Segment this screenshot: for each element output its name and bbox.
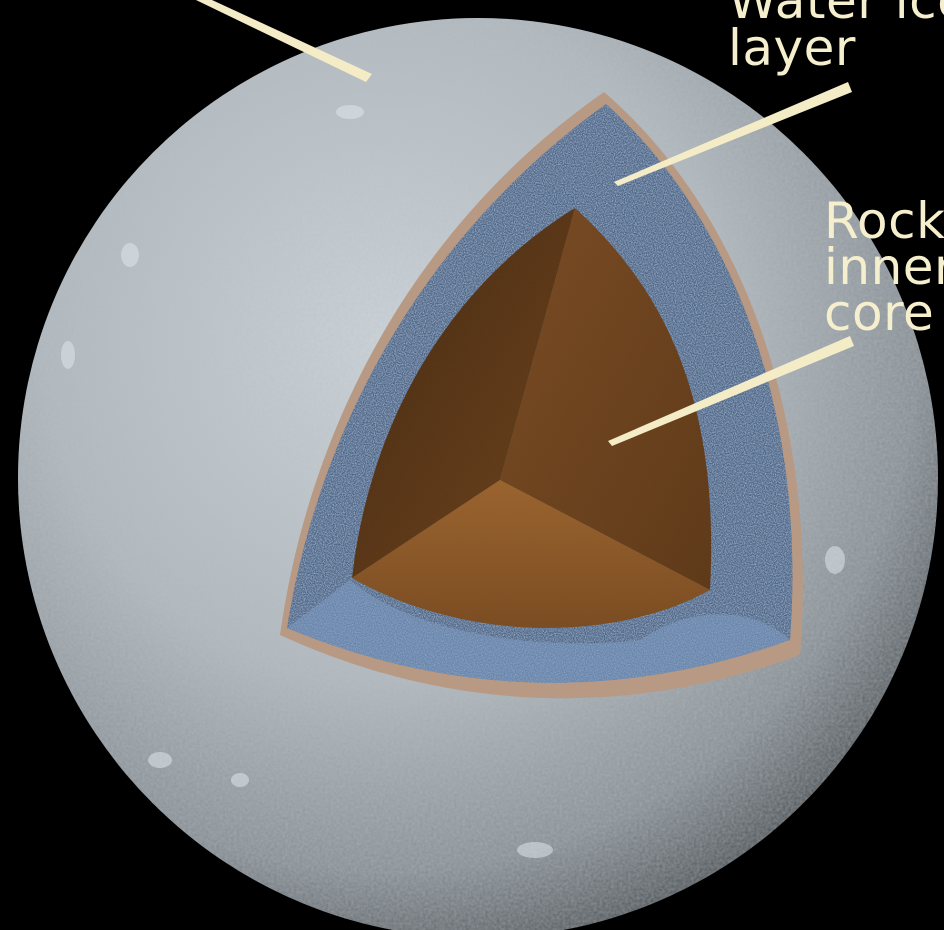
label-water-ice-line2: layer (728, 25, 944, 72)
label-rocky-inner-core: Rocky inner core (824, 198, 944, 336)
label-rocky-line3: core (824, 290, 944, 336)
label-water-ice-layer: Water ice layer (728, 0, 944, 72)
